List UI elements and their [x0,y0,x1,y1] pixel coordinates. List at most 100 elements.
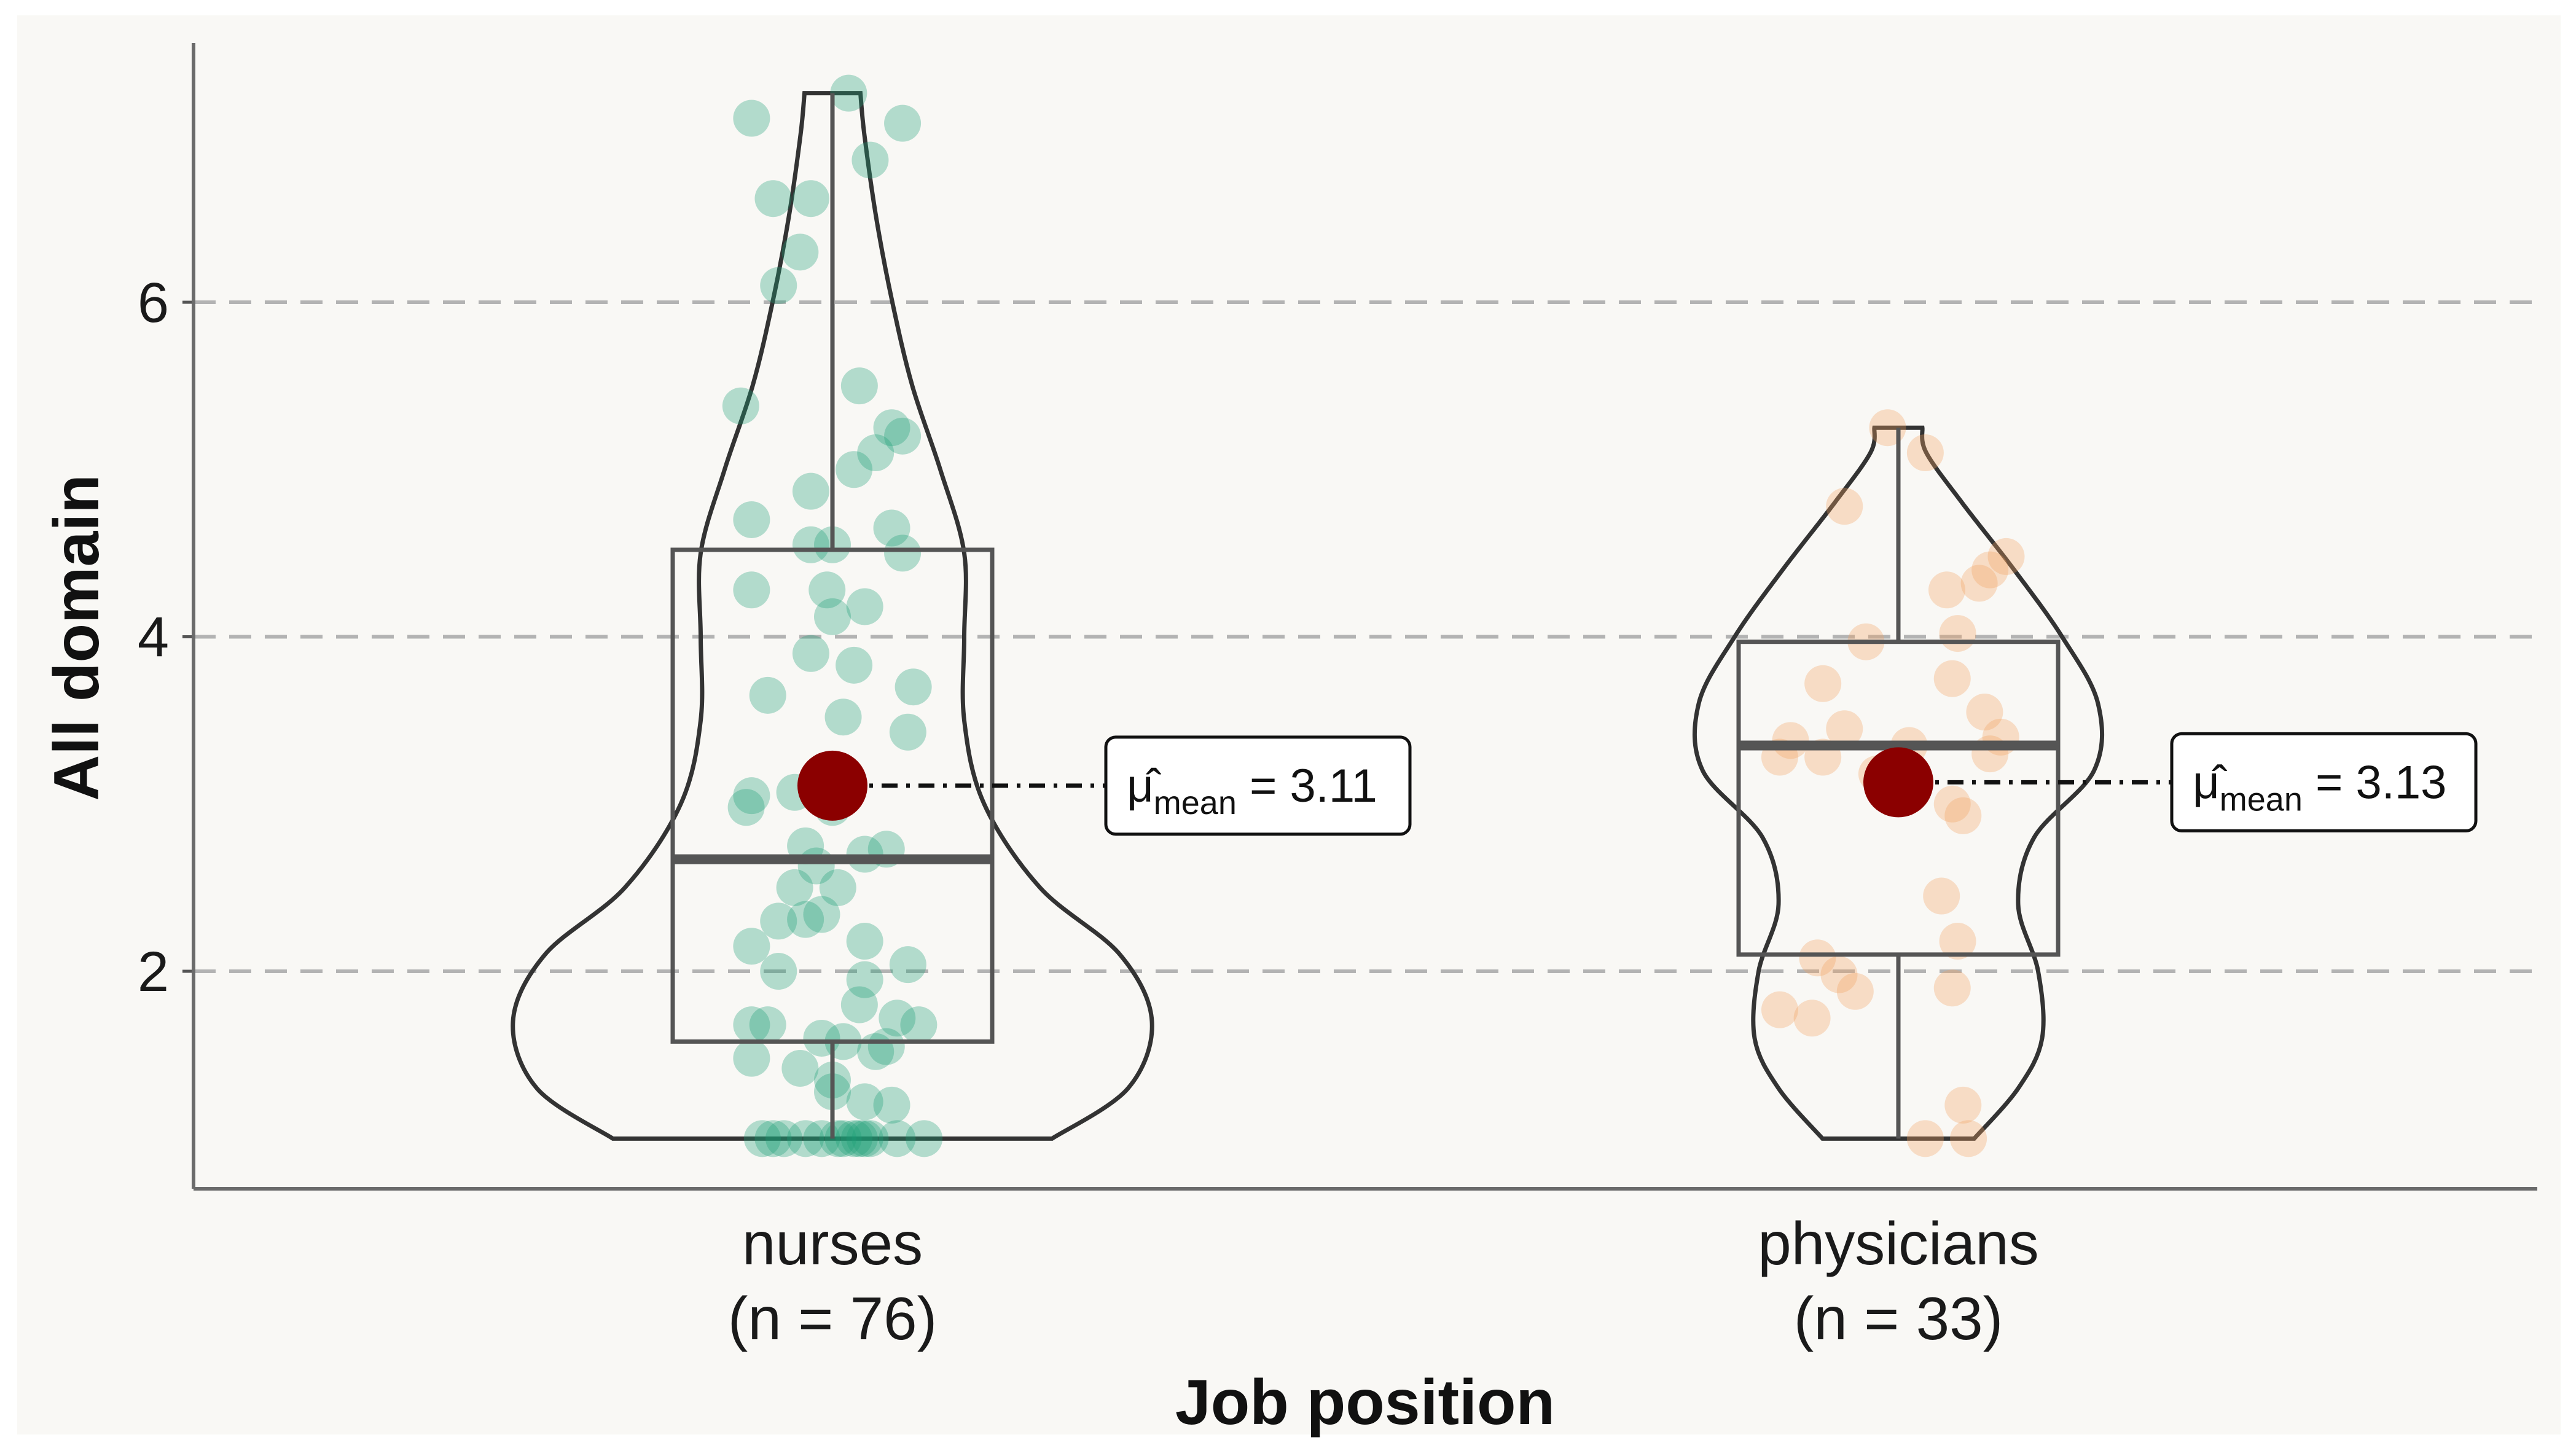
point-nurses-43 [846,923,883,960]
point-nurses-10 [873,409,910,447]
point-nurses-8 [722,387,759,425]
point-physicians-3 [1987,538,2025,575]
point-physicians-1 [1906,434,1944,472]
point-nurses-57 [733,1039,770,1077]
point-physicians-25 [1820,956,1858,993]
point-physicians-9 [1933,660,1971,697]
mean-label-box-nurses [1104,735,1412,836]
point-physicians-29 [1793,1000,1831,1037]
point-nurses-46 [760,953,797,990]
x-tick-n-physicians: (n = 33) [1794,1285,2003,1352]
point-nurses-66 [846,1120,883,1157]
point-nurses-22 [846,588,883,625]
point-physicians-11 [1826,710,1863,748]
point-nurses-30 [733,777,770,815]
point-nurses-23 [814,598,851,635]
mean-value: = 3.13 [2303,756,2447,808]
mean-subscript: mean [2220,781,2303,818]
mean-label-physicians: μ̂mean = 3.13 [2193,756,2446,818]
point-nurses-12 [884,417,922,455]
point-nurses-13 [792,472,829,510]
mean-markers: μ̂mean = 3.11 μ̂mean = 3.13 [797,732,2478,836]
point-nurses-42 [803,896,840,933]
point-nurses-1 [830,74,867,112]
violins [511,91,2105,1141]
point-physicians-28 [1761,991,1798,1028]
point-physicians-10 [1804,665,1842,702]
x-tick-label-physicians: physicians [1758,1210,2039,1277]
point-nurses-55 [867,1028,905,1065]
point-nurses-38 [776,869,813,906]
point-nurses-63 [787,1120,824,1157]
point-physicians-12 [1966,694,2003,731]
point-nurses-48 [840,986,878,1023]
x-tick-n-nurses: (n = 76) [728,1285,937,1352]
mean-label-box-physicians [2170,732,2478,832]
point-nurses-6 [781,233,819,271]
point-nurses-0 [733,100,770,137]
axes: 246 [138,43,2537,1191]
point-physicians-22 [1923,877,1960,915]
point-nurses-58 [781,1049,819,1087]
point-nurses-56 [857,1033,895,1070]
point-nurses-7 [760,267,797,304]
point-nurses-26 [749,676,786,714]
point-nurses-19 [884,534,922,572]
point-physicians-7 [1939,615,1976,652]
point-physicians-21 [1944,797,1982,834]
point-nurses-70 [765,1120,803,1157]
violin-physicians [1692,425,2105,1141]
violin-nurses [511,91,1154,1141]
point-nurses-73 [906,1120,943,1157]
point-physicians-32 [1950,1120,1987,1157]
plot-panel [17,15,2561,1434]
y-axis-title: All domain [41,474,112,801]
point-physicians-2 [1826,488,1863,525]
point-physicians-6 [1928,571,1965,609]
y-tick-label-4: 4 [138,606,169,669]
point-nurses-61 [846,1083,883,1121]
point-nurses-14 [836,451,873,488]
point-nurses-40 [760,902,797,940]
mean-label-nurses: μ̂mean = 3.11 [1127,760,1377,821]
mean-value: = 3.11 [1237,760,1377,812]
point-physicians-26 [1836,973,1874,1010]
point-nurses-39 [819,869,856,906]
point-nurses-15 [733,501,770,538]
point-nurses-67 [754,1120,792,1157]
point-nurses-41 [787,901,824,938]
point-nurses-28 [824,699,862,736]
y-tick-label-2: 2 [138,941,169,1003]
point-nurses-65 [836,1120,873,1157]
point-nurses-74 [743,1120,781,1157]
point-nurses-29 [889,713,926,751]
point-physicians-27 [1933,969,1971,1007]
point-nurses-17 [792,526,829,563]
point-physicians-31 [1906,1120,1944,1157]
point-nurses-4 [754,180,792,217]
point-nurses-16 [873,509,910,547]
point-physicians-24 [1799,939,1836,977]
boxplots [670,93,2061,1139]
point-nurses-24 [792,635,829,672]
box-nurses [670,547,995,1044]
mean-point-nurses [797,750,867,821]
point-nurses-47 [846,961,883,998]
point-nurses-9 [840,367,878,405]
point-physicians-30 [1944,1086,1982,1124]
box-physicians [1736,640,2061,957]
point-nurses-31 [727,789,765,826]
point-physicians-23 [1939,923,1976,960]
point-nurses-27 [895,668,932,706]
point-nurses-62 [873,1086,910,1124]
point-nurses-21 [808,571,846,609]
x-axis-title: Job position [1175,1367,1555,1438]
axis-labels: Job position All domain nurses(n = 76)ph… [41,474,2039,1438]
point-physicians-5 [1960,565,1998,602]
point-nurses-49 [879,1000,916,1037]
point-nurses-20 [733,571,770,609]
point-nurses-45 [889,946,926,984]
point-nurses-72 [840,1120,878,1157]
point-physicians-20 [1933,785,1971,823]
